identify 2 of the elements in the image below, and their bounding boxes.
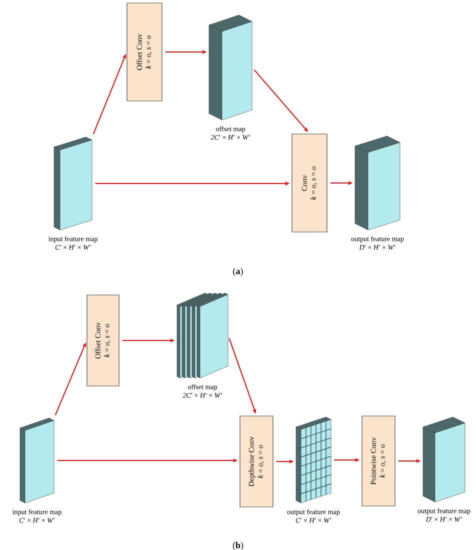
panel-label: (b) <box>232 542 244 550</box>
panel-label: (a) <box>233 268 243 276</box>
